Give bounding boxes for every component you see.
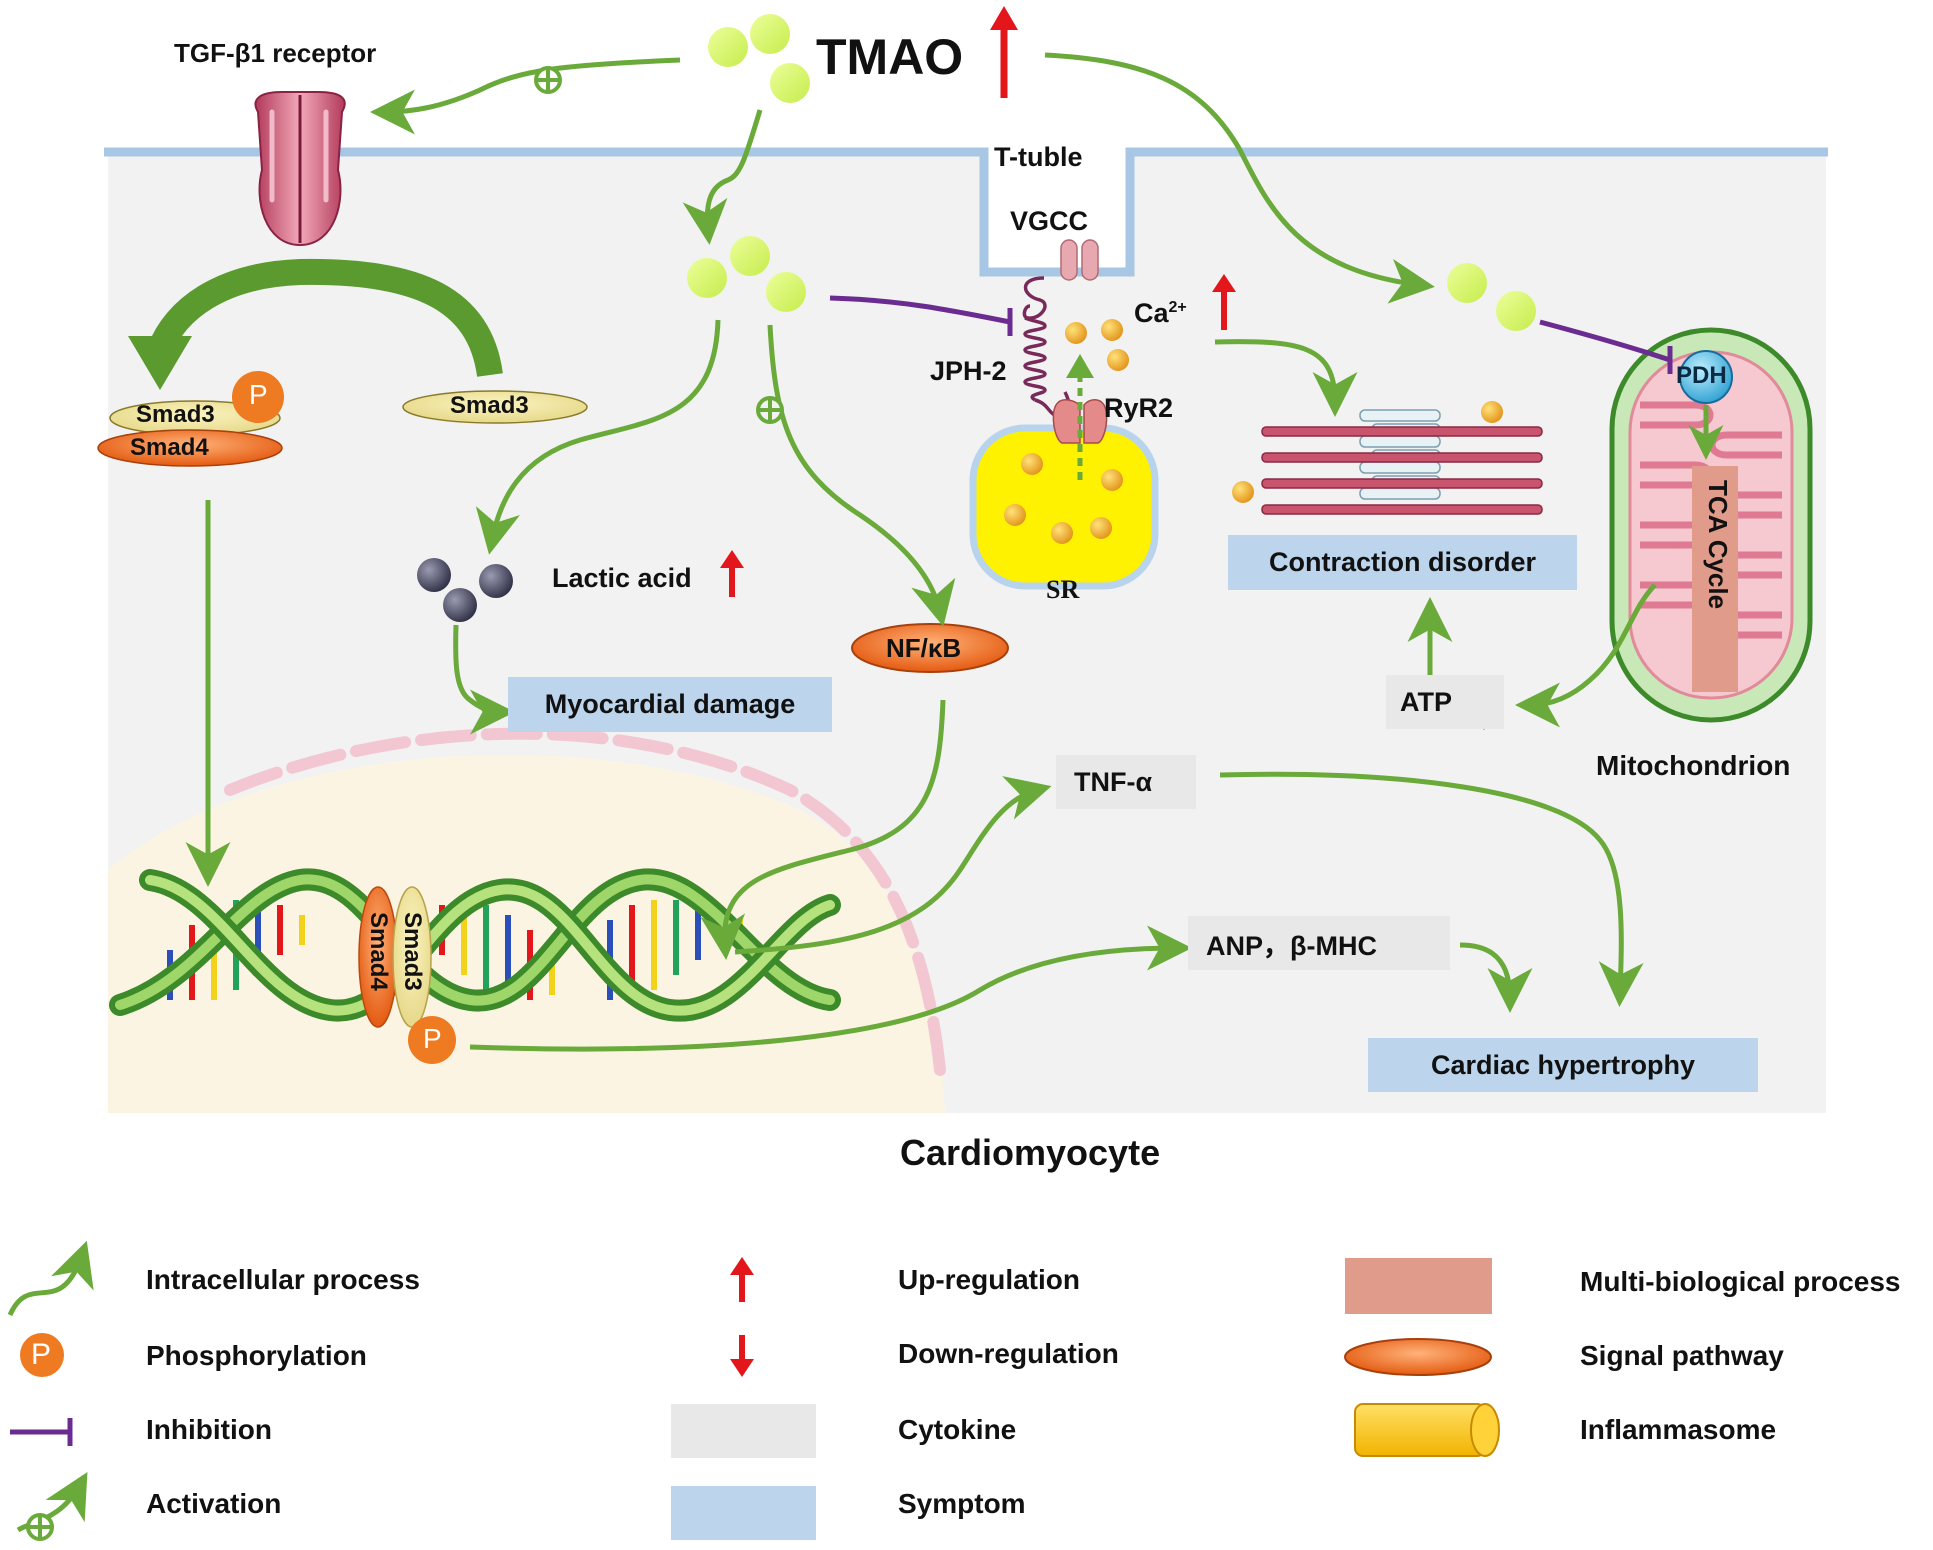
contraction-disorder-box: Contraction disorder [1228, 535, 1577, 590]
anp-to-hypertrophy-arrow [1459, 942, 1533, 1013]
tmao-title: TMAO [816, 29, 964, 85]
nfkb-label: NF/κB [886, 633, 962, 663]
phospho-label-top: P [249, 379, 268, 410]
phospho-smad3 [232, 371, 284, 423]
smad-to-anp-arrow [469, 925, 1192, 1052]
tmao-up-arrow [990, 6, 1018, 98]
legend-activation-text: Activation [146, 1488, 282, 1519]
vgcc-label: VGCC [1010, 206, 1089, 236]
calcium-label-charge: 2+ [1168, 299, 1187, 316]
tnf-to-hypertrophy-arrow [1219, 771, 1644, 1007]
nuclear-envelope [224, 727, 946, 1076]
tca-cycle-label: TCA Cycle [1703, 480, 1733, 610]
tgf-receptor-icon [254, 91, 346, 247]
legend-phospho-letter: P [31, 1338, 52, 1371]
legend-symptom-text: Symptom [898, 1488, 1026, 1519]
smad4-dna-label: Smad4 [365, 912, 392, 991]
cell-membrane [104, 147, 1828, 277]
pathway-arrows [185, 52, 1657, 1052]
ca-up-arrow [1212, 274, 1236, 330]
dna-to-tnf-arrow [734, 776, 1052, 955]
anp-box: ANP，β-MHC [1188, 916, 1450, 970]
sr-label: SR [1046, 575, 1080, 604]
tmao-to-receptor-arrow [370, 57, 681, 135]
jph2-tail [1022, 276, 1047, 320]
legend-signal-text: Signal pathway [1580, 1340, 1784, 1371]
legend-multi-text: Multi-biological process [1580, 1266, 1901, 1297]
legend-inflammasome-swatch [1354, 1403, 1500, 1457]
legend-cytokine-text: Cytokine [898, 1414, 1017, 1445]
smad3-label: Smad3 [450, 392, 529, 419]
tmao-molecules-cytoplasm [687, 236, 806, 312]
sarcomere-filaments [1261, 409, 1543, 515]
tca-cycle-box [1692, 466, 1738, 692]
tnf-box: TNF-α [1056, 755, 1196, 809]
tgf-receptor-label: TGF-β1 receptor [174, 38, 377, 68]
lactic-acid-molecules [417, 558, 513, 622]
tmao-to-lactic-arrow [475, 319, 721, 555]
legend-multi-swatch [1345, 1258, 1492, 1314]
legend-cytokine-swatch [671, 1404, 816, 1458]
legend-intracellular-icon [7, 1240, 94, 1317]
ryr2-channel-icon [1052, 399, 1108, 444]
legend-phosphorylation-icon [20, 1333, 64, 1377]
tmao-molecules-mito [1447, 263, 1536, 331]
pdh-enzyme [1679, 350, 1733, 404]
legend-down-text: Down-regulation [898, 1338, 1119, 1369]
calcium-ions [1004, 319, 1503, 544]
atp-box: ATP [1386, 675, 1504, 729]
dna-helix [109, 868, 841, 1022]
lactic-acid-label: Lactic acid [552, 563, 692, 593]
vgcc-channel-icon [1060, 239, 1099, 281]
smad3-complex-label: Smad3 [136, 401, 215, 428]
myocardial-damage-box: Myocardial damage [508, 677, 832, 732]
nfkb-to-dna-arrow [700, 699, 946, 960]
legend-inhibition-icon [10, 1418, 73, 1446]
smad-phospho-arrow [147, 258, 503, 378]
tmao-to-mito-arrow [1044, 52, 1435, 304]
legend-signal-swatch [1344, 1338, 1492, 1376]
ryr2-label: RyR2 [1104, 393, 1174, 423]
legend-intracellular-text: Intracellular process [146, 1264, 420, 1295]
legend-activation-icon [16, 1471, 88, 1541]
tmao-molecules-top [708, 14, 810, 103]
legend-phosphorylation-text: Phosphorylation [146, 1340, 367, 1371]
legend-icons [7, 1240, 1500, 1541]
lactic-to-damage-arrow [453, 624, 515, 735]
pdh-label: PDH [1676, 362, 1727, 389]
cardiac-hypertrophy-box: Cardiac hypertrophy [1368, 1038, 1758, 1092]
mitochondrion-label: Mitochondrion [1596, 750, 1791, 781]
calcium-label: Ca2+ [1134, 298, 1187, 329]
legend-down-icon [730, 1335, 754, 1377]
smad4-complex-oval [97, 429, 283, 467]
calcium-label-main: Ca [1134, 298, 1169, 328]
smad3-dna-label: Smad3 [399, 912, 426, 991]
legend-up-icon [730, 1257, 754, 1302]
legend-symptom-swatch [671, 1486, 816, 1540]
jph2-label: JPH-2 [930, 356, 1007, 386]
cardiomyocyte-label: Cardiomyocyte [900, 1132, 1161, 1173]
lactic-up-arrow [720, 550, 744, 597]
mito-to-atp-arrow [1515, 583, 1657, 728]
legend-inflammasome-text: Inflammasome [1580, 1414, 1777, 1445]
t-tubule-label: T-tuble [994, 142, 1083, 172]
calcium-to-contraction-arrow [1214, 339, 1358, 417]
tmao-to-nfkb-arrow [767, 324, 956, 627]
inhibition-lines [829, 295, 1673, 374]
phospho-label-dna: P [423, 1023, 442, 1054]
activation-markers [534, 66, 784, 424]
smad3-oval [402, 390, 588, 424]
nucleus [108, 754, 945, 1113]
phospho-on-dna [408, 1016, 456, 1064]
tmao-into-cell-arrow [682, 109, 763, 245]
legend-inhibition-text: Inhibition [146, 1414, 272, 1445]
legend-up-text: Up-regulation [898, 1264, 1080, 1295]
mitochondrion-icon [1609, 327, 1813, 723]
smad4-complex-label: Smad4 [130, 434, 209, 461]
sarcoplasmic-reticulum [969, 424, 1159, 590]
